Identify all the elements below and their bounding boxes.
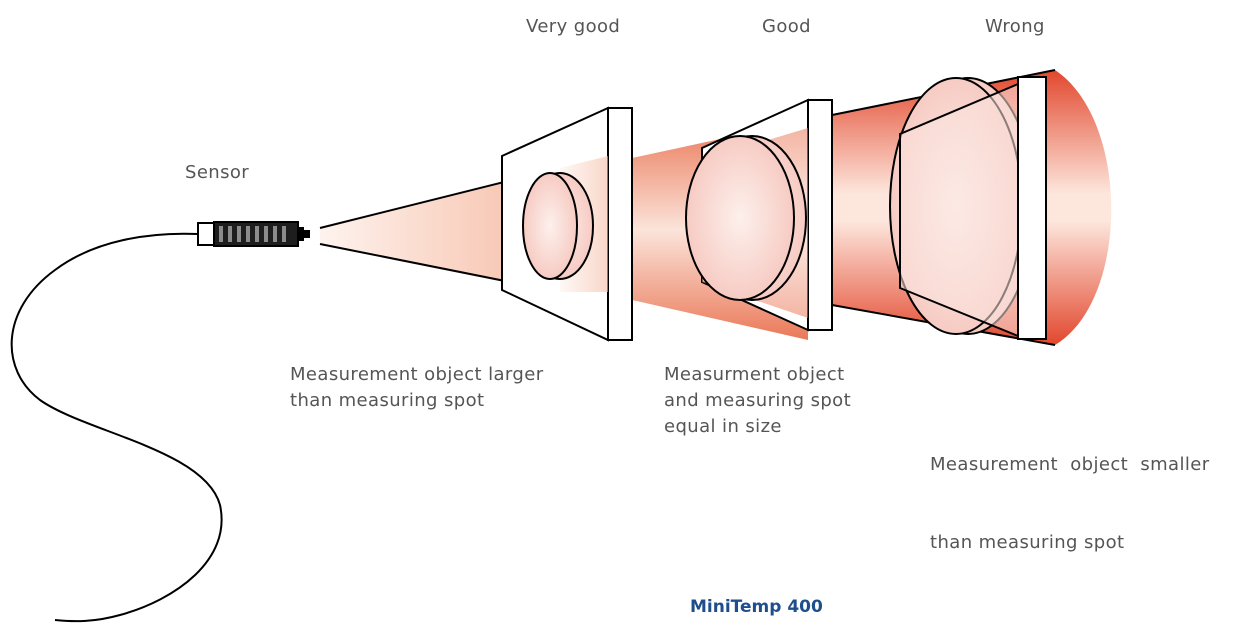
product-name: MiniTemp 400 — [690, 597, 823, 617]
good-target — [685, 98, 833, 332]
very-good-target — [501, 106, 633, 342]
sensor-icon — [197, 221, 310, 247]
smaller-object-caption: Measurement object smaller than measurin… — [930, 400, 1210, 582]
equal-caption-line: and measuring spot — [664, 390, 852, 411]
larger-object-caption: Measurement object larger than measuring… — [290, 362, 544, 414]
larger-caption-line: Measurement object larger — [290, 364, 544, 385]
wrong-label: Wrong — [985, 16, 1045, 37]
very-good-label: Very good — [526, 16, 621, 37]
equal-caption-line: Measurment object — [664, 364, 845, 385]
sensor-cable — [10, 232, 223, 623]
equal-object-caption: Measurment object and measuring spot equ… — [664, 362, 851, 440]
larger-caption-line: than measuring spot — [290, 390, 485, 411]
wrong-target — [889, 76, 1047, 340]
smaller-caption-line: Measurement object smaller — [930, 454, 1210, 475]
good-label: Good — [762, 16, 811, 37]
beam-cone-near — [320, 168, 560, 292]
sensor-label: Sensor — [185, 162, 250, 183]
smaller-caption-line: than measuring spot — [930, 532, 1125, 553]
equal-caption-line: equal in size — [664, 416, 782, 437]
